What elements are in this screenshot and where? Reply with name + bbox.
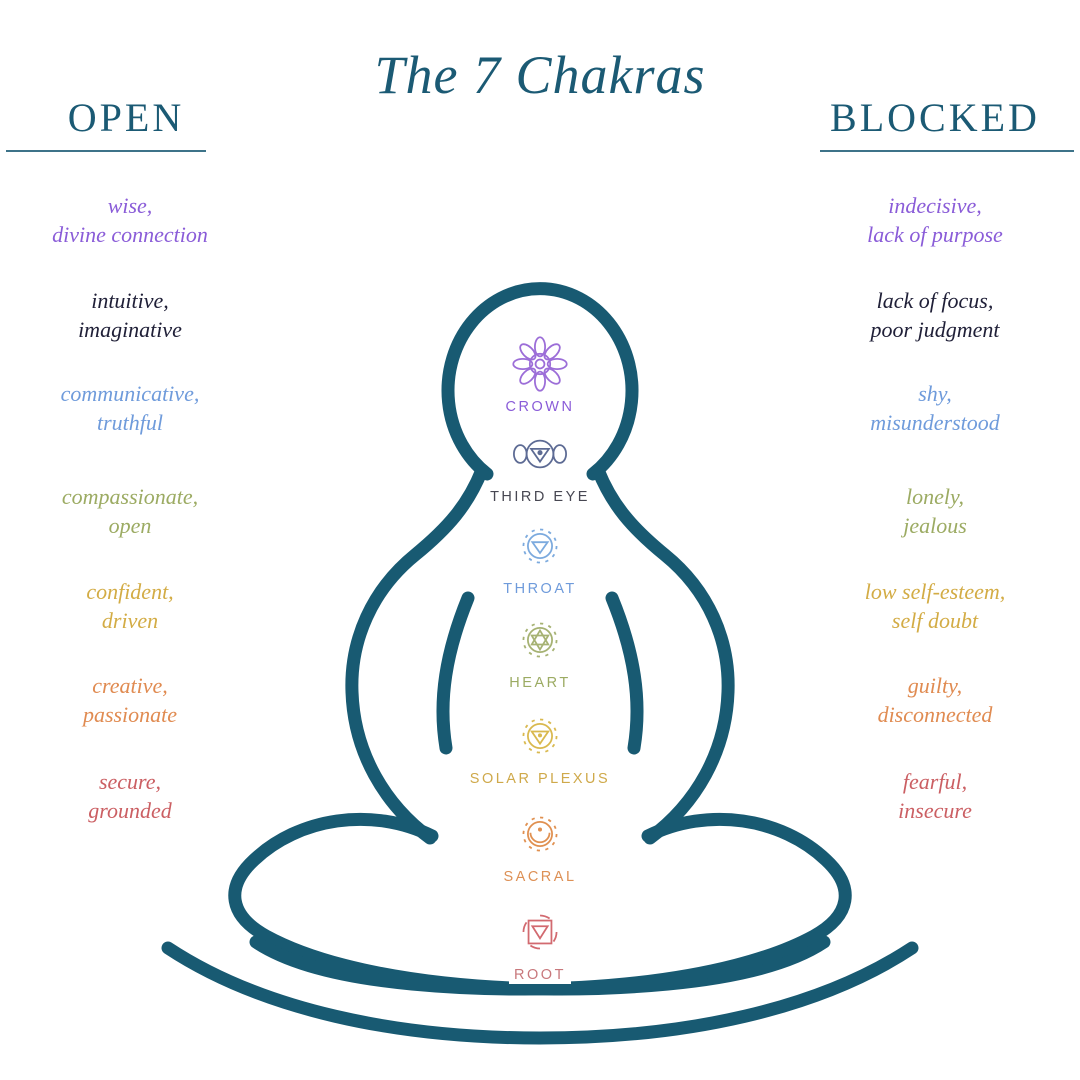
- figure-head: [441, 282, 639, 481]
- chakra-label-root: ROOT: [509, 967, 571, 984]
- figure-right-arm: [591, 463, 735, 845]
- figure-base: [161, 941, 919, 1045]
- chakra-label-throat: THROAT: [498, 581, 582, 598]
- open-column-header: OPEN: [67, 95, 185, 140]
- heart-chakra-icon: [512, 612, 568, 668]
- blocked-trait-root: fearful, insecure: [898, 769, 972, 823]
- chakra-label-crown: CROWN: [500, 399, 580, 416]
- open-trait-root: secure, grounded: [88, 769, 172, 823]
- chakra-label-heart: HEART: [504, 675, 576, 692]
- chakra-solar-plexus: SOLAR PLEXUS: [460, 708, 620, 788]
- blocked-column-header: BLOCKED: [830, 95, 1040, 140]
- chakra-label-sacral: SACRAL: [498, 869, 582, 886]
- blocked-trait-heart: lonely, jealous: [903, 484, 967, 538]
- blocked-trait-sacral: guilty, disconnected: [877, 673, 993, 727]
- chakra-label-solar-plexus: SOLAR PLEXUS: [464, 771, 616, 788]
- figure-right-leg: [249, 812, 852, 996]
- open-trait-solar-plexus: confident, driven: [86, 579, 174, 633]
- sacral-chakra-icon: [512, 806, 568, 862]
- chakra-root: ROOT: [460, 904, 620, 984]
- page-title: The 7 Chakras: [374, 45, 706, 105]
- open-trait-sacral: creative, passionate: [82, 673, 178, 727]
- open-trait-third-eye: intuitive, imaginative: [78, 288, 182, 342]
- blocked-underline: [820, 150, 1074, 152]
- figure-left-torso: [436, 591, 475, 755]
- open-trait-heart: compassionate, open: [61, 484, 199, 538]
- chakra-third-eye: THIRD EYE: [460, 426, 620, 506]
- figure-right-torso: [605, 591, 644, 755]
- chakra-heart: HEART: [460, 612, 620, 692]
- figure-left-leg: [228, 812, 831, 996]
- open-underline: [6, 150, 206, 152]
- chakra-sacral: SACRAL: [460, 806, 620, 886]
- blocked-trait-third-eye: lack of focus, poor judgment: [870, 288, 1000, 342]
- chakra-label-third-eye: THIRD EYE: [485, 489, 595, 506]
- blocked-trait-throat: shy, misunderstood: [870, 381, 1000, 435]
- third-eye-chakra-icon: [512, 426, 568, 482]
- open-trait-throat: communicative, truthful: [60, 381, 200, 435]
- solar-plexus-chakra-icon: [512, 708, 568, 764]
- open-trait-crown: wise, divine connection: [52, 193, 208, 247]
- throat-chakra-icon: [512, 518, 568, 574]
- blocked-trait-solar-plexus: low self-esteem, self doubt: [864, 579, 1006, 633]
- blocked-trait-crown: indecisive, lack of purpose: [867, 193, 1003, 247]
- chakra-throat: THROAT: [460, 518, 620, 598]
- root-chakra-icon: [512, 904, 568, 960]
- crown-chakra-icon: [512, 336, 568, 392]
- chakra-crown: CROWN: [460, 336, 620, 416]
- figure-left-arm: [345, 463, 489, 845]
